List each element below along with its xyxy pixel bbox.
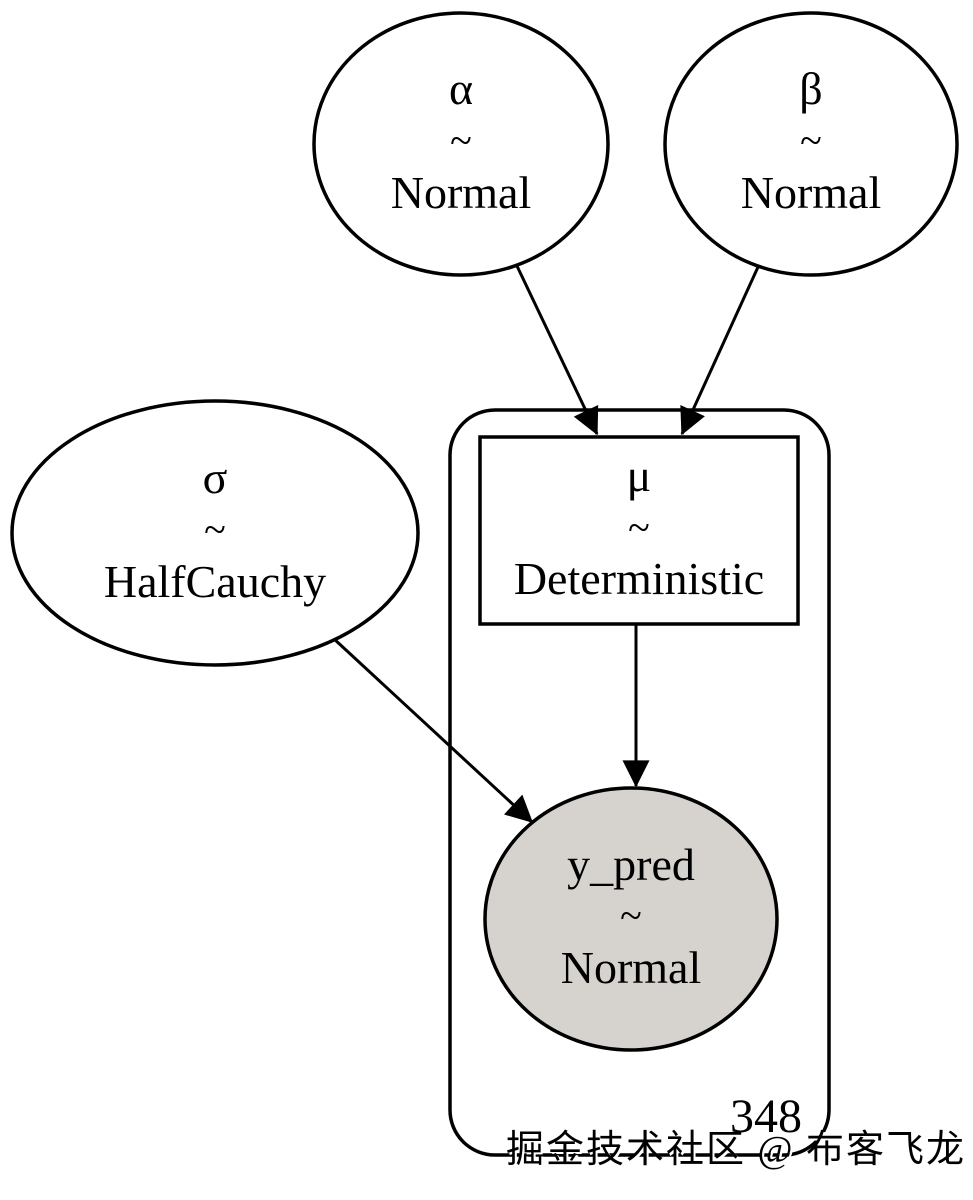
beta-ellipse <box>663 11 959 277</box>
edge-alpha-to-mu <box>515 265 599 436</box>
beta-name-label: β <box>799 63 822 114</box>
node-mu: μ ~ Deterministic <box>478 435 800 626</box>
beta-tilde: ~ <box>800 118 822 163</box>
node-y-pred: y_pred ~ Normal <box>483 786 779 1052</box>
sigma-ellipse <box>10 399 420 667</box>
y-pred-ellipse <box>483 786 779 1052</box>
mu-box <box>478 435 800 626</box>
node-beta: β ~ Normal <box>663 11 959 277</box>
alpha-ellipse <box>312 11 610 277</box>
y-pred-tilde: ~ <box>620 893 642 938</box>
edges-group <box>331 265 760 824</box>
alpha-dist-label: Normal <box>391 167 532 218</box>
alpha-name-label: α <box>449 63 473 114</box>
sigma-tilde: ~ <box>204 507 226 552</box>
sigma-dist-label: HalfCauchy <box>104 556 326 607</box>
plate-border <box>448 408 831 1157</box>
y-pred-dist-label: Normal <box>561 942 702 993</box>
edge-sigma-to-ypred <box>331 636 534 824</box>
node-alpha: α ~ Normal <box>312 11 610 277</box>
plate-count-label: 348 <box>730 1090 802 1143</box>
sigma-name-label: σ <box>203 452 228 503</box>
y-pred-name-label: y_pred <box>567 839 695 890</box>
watermark: 掘金技术社区 @ 布客飞龙 <box>506 1129 966 1171</box>
mu-tilde: ~ <box>628 505 650 550</box>
alpha-tilde: ~ <box>450 118 472 163</box>
beta-dist-label: Normal <box>741 167 882 218</box>
mu-name-label: μ <box>627 450 652 501</box>
node-sigma: σ ~ HalfCauchy <box>10 399 420 667</box>
mu-dist-label: Deterministic <box>514 553 764 604</box>
edge-beta-to-mu <box>680 266 760 436</box>
